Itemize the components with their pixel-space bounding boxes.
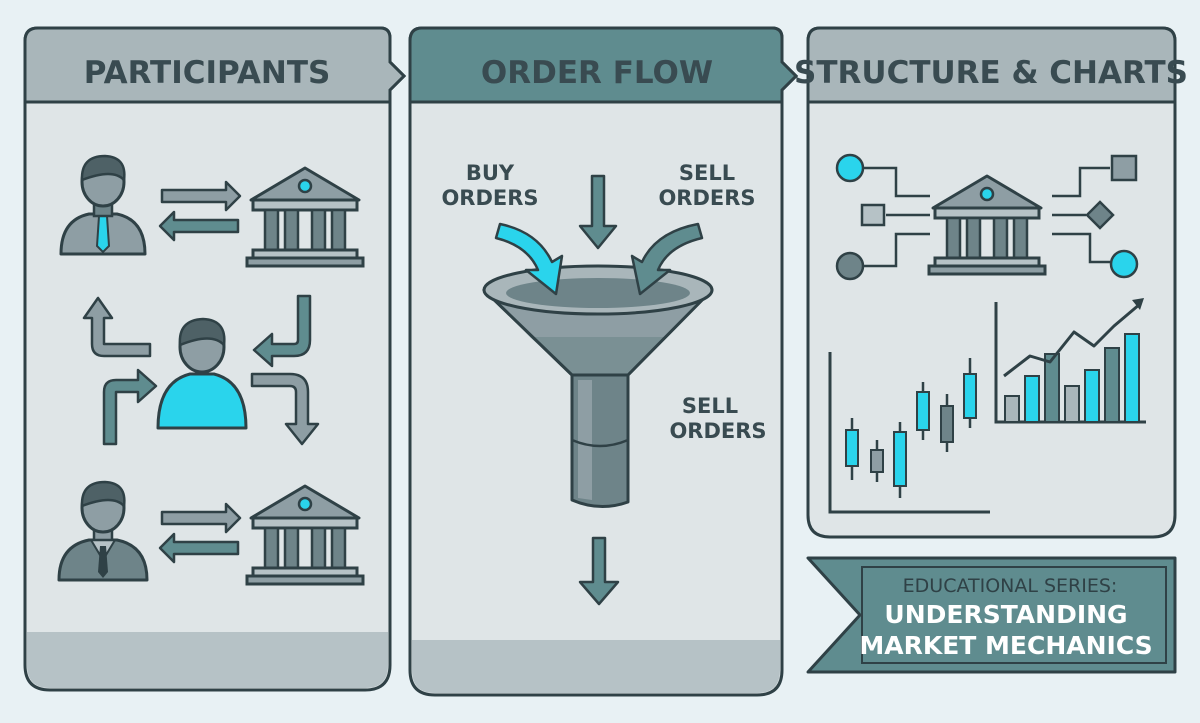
candlestick-chart-icon bbox=[828, 352, 990, 514]
node-diamond-icon bbox=[1085, 200, 1115, 230]
structure-charts-title: STRUCTURE & CHARTS bbox=[794, 55, 1188, 91]
banner-line-3: MARKET MECHANICS bbox=[859, 631, 1152, 660]
sell-orders-label-side-line2: ORDERS bbox=[669, 419, 766, 443]
sell-orders-label-top-line1: SELL bbox=[679, 161, 735, 185]
node-square-icon bbox=[860, 203, 886, 227]
panel-order-flow: ORDER FLOW BUY ORDERS SELL ORDERS SELL O… bbox=[408, 26, 799, 697]
participants-title: PARTICIPANTS bbox=[84, 55, 331, 91]
node-circle-icon-2 bbox=[835, 251, 865, 281]
series-banner: EDUCATIONAL SERIES: UNDERSTANDING MARKET… bbox=[806, 556, 1177, 674]
bar-chart-icon bbox=[994, 298, 1146, 424]
buy-orders-label-line1: BUY bbox=[466, 161, 515, 185]
order-flow-title: ORDER FLOW bbox=[481, 55, 713, 91]
node-circle-icon-3 bbox=[1109, 249, 1139, 279]
buy-flow-arrow-icon bbox=[494, 222, 564, 296]
banner-line-2: UNDERSTANDING bbox=[884, 600, 1127, 629]
sell-flow-arrow-icon bbox=[630, 222, 704, 296]
panel-structure-charts: STRUCTURE & CHARTS bbox=[794, 26, 1188, 539]
buy-orders-label-line2: ORDERS bbox=[441, 186, 538, 210]
sell-orders-label-side-line1: SELL bbox=[682, 394, 738, 418]
node-square-icon-2 bbox=[1110, 154, 1138, 182]
incoming-arrow-icon bbox=[578, 174, 618, 250]
central-participant-icon bbox=[156, 317, 248, 430]
network-lines bbox=[864, 166, 1110, 268]
sell-orders-label-top-line2: ORDERS bbox=[658, 186, 755, 210]
output-arrow-icon bbox=[578, 536, 620, 606]
banner-line-1: EDUCATIONAL SERIES: bbox=[903, 575, 1118, 597]
node-circle-icon bbox=[835, 153, 865, 183]
flow-arrows-icon bbox=[82, 294, 320, 446]
panel-participants: PARTICIPANTS bbox=[23, 26, 407, 692]
